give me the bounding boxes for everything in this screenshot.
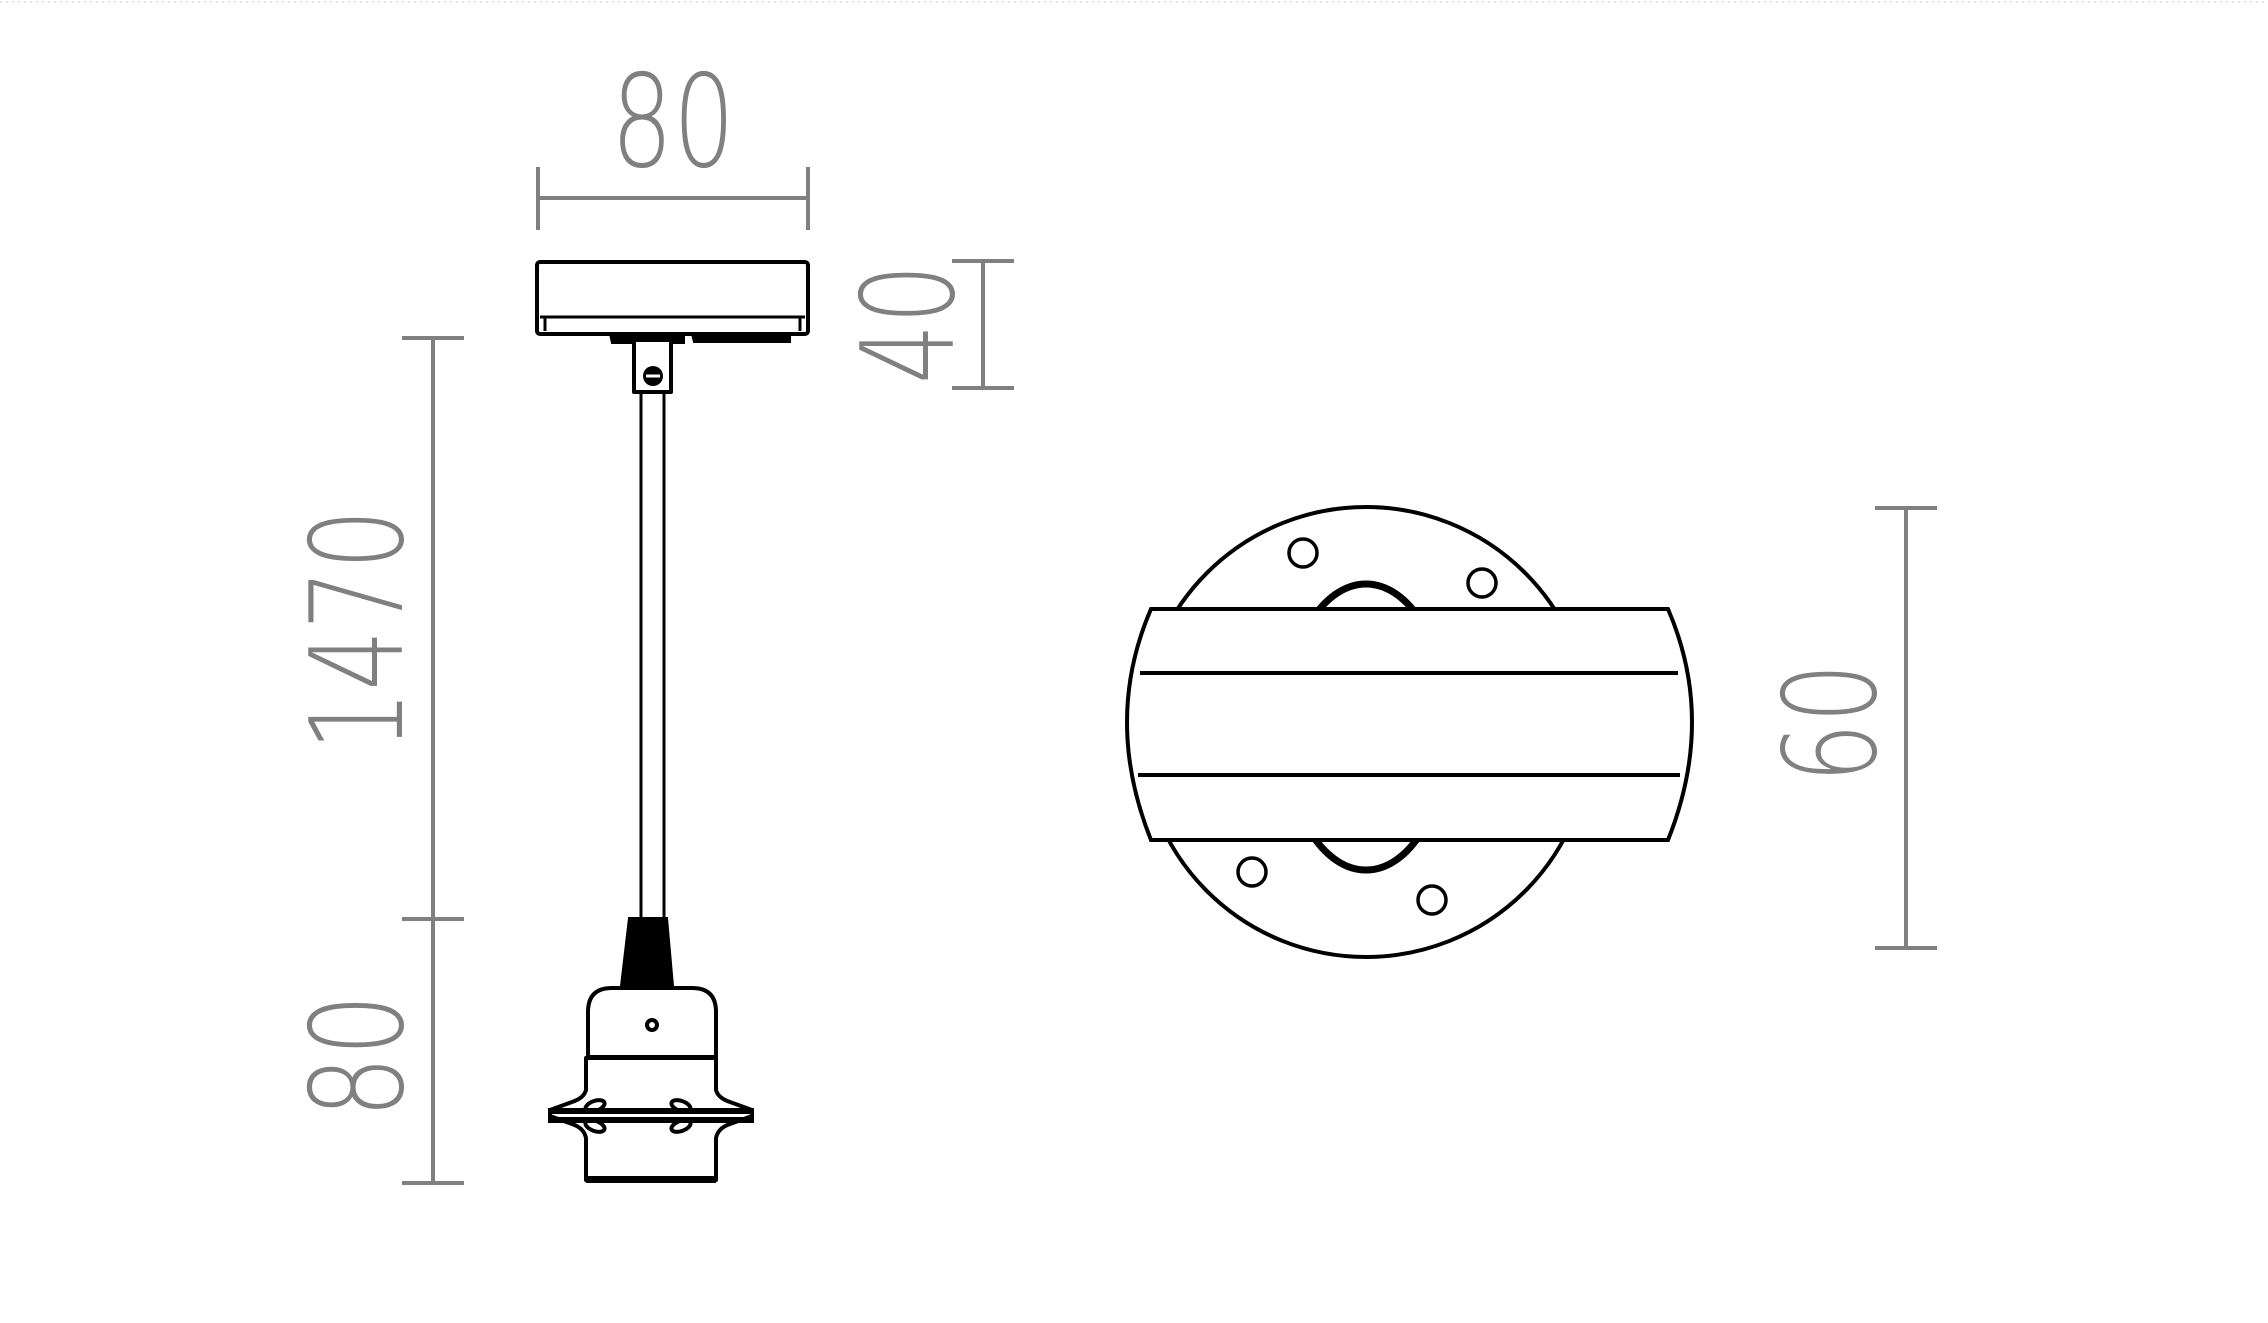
dimension-mount-depth: 60 <box>1757 506 1937 950</box>
strain-relief <box>619 917 675 987</box>
canopy <box>535 260 810 344</box>
dimension-label-cable-length: 1470 <box>284 509 433 751</box>
cable <box>639 392 666 920</box>
dimension-canopy-width: 80 <box>536 48 810 230</box>
side-view <box>535 260 810 1183</box>
dimension-label-canopy-width: 80 <box>611 48 735 197</box>
mounting-hole-icon <box>1416 884 1448 916</box>
bracket-band <box>1125 607 1694 842</box>
dimension-label-mount-depth: 60 <box>1757 663 1906 783</box>
mounting-hole-icon <box>1236 856 1268 888</box>
socket <box>548 986 754 1183</box>
dimension-socket-height: 80 <box>284 994 464 1185</box>
mounting-hole-icon <box>1287 537 1319 569</box>
cable-clamp <box>632 338 673 394</box>
dimension-cable-length: 1470 <box>284 336 464 1183</box>
dimension-canopy-height: 40 <box>835 259 1014 390</box>
dimension-label-canopy-height: 40 <box>835 264 984 384</box>
dimension-label-socket-height: 80 <box>284 994 433 1118</box>
top-view <box>1125 505 1694 959</box>
mounting-hole-icon <box>1466 567 1498 599</box>
